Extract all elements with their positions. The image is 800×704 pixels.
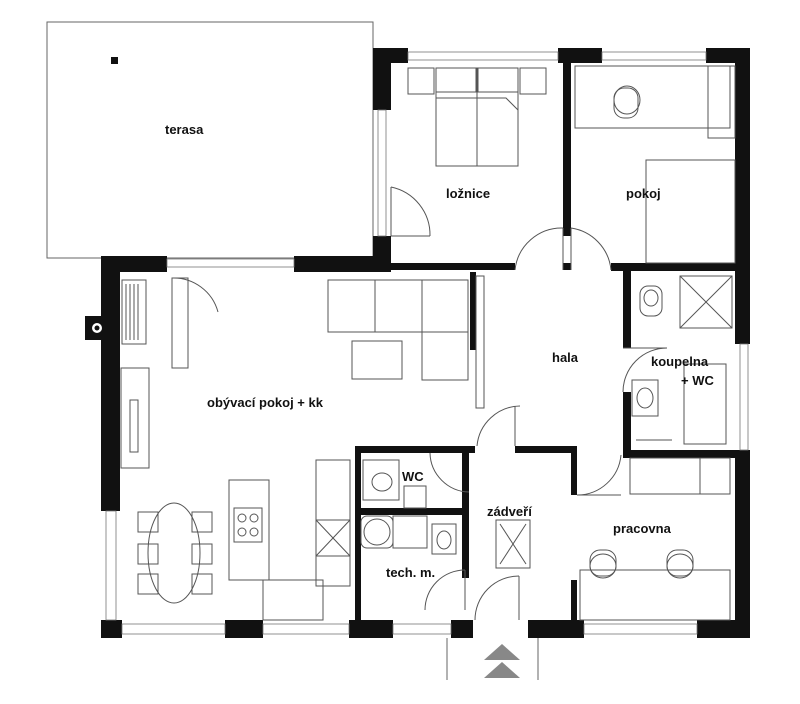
hall-doors [476,227,668,496]
label-bathroom-line2: + WC [681,373,714,388]
entry-arrow-icon [484,644,520,660]
label-hall: hala [552,350,579,365]
entry-arrow-icon [484,662,520,678]
bedroom-furniture [407,67,547,167]
label-technical-room: tech. m. [386,565,435,580]
exterior-walls [101,48,750,638]
windows [105,51,749,635]
label-room: pokoj [626,186,661,201]
interior-walls [355,62,738,625]
label-terrace: terasa [165,122,204,137]
bedroom-door [390,186,431,237]
wc-fixtures [360,452,470,611]
label-study: pracovna [613,521,672,536]
label-bedroom: ložnice [446,186,490,201]
bathroom-fixtures [631,275,733,445]
label-vestibule: zádveří [487,504,532,519]
terrace [46,21,374,259]
outdoor-lamp [85,316,103,340]
living-furniture [120,277,469,621]
label-living-room: obývací pokoj + kk [207,395,324,410]
entrance-shoe-cabinet [474,519,531,621]
label-wc: WC [402,469,424,484]
label-bathroom-line1: koupelna [651,354,709,369]
office-furniture [579,457,731,621]
room-furniture [574,65,736,264]
entrance-steps [446,638,539,680]
hall-wardrobe [475,275,485,409]
